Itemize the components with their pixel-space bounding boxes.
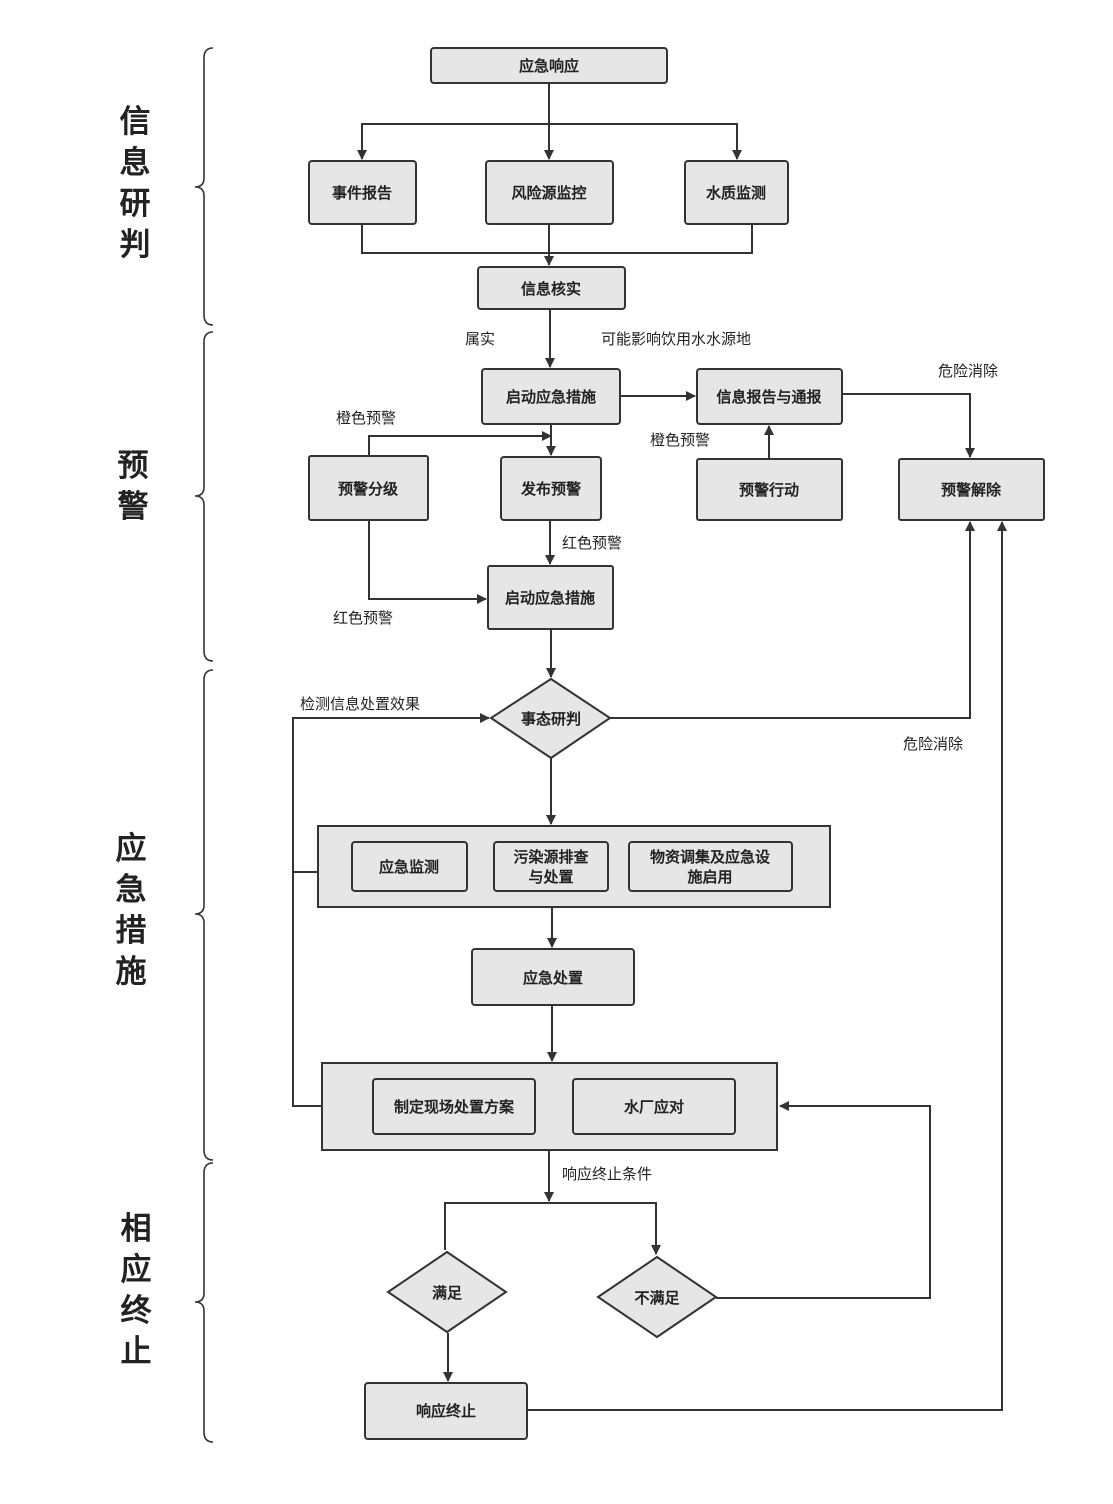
section-label-end: 相应终止: [121, 1211, 153, 1370]
edge-grading-orange: [368, 431, 552, 456]
edge-judge-to-release: [610, 521, 975, 719]
node-label: 事件报告: [332, 184, 392, 202]
edge-label-confirmed: 属实: [465, 330, 495, 348]
section-label-char: 相: [121, 1211, 152, 1247]
section-label-measures: 应急措施: [116, 831, 147, 990]
node-label: 事态研判: [521, 710, 581, 728]
edge-not-satisfied-loop: [716, 1101, 931, 1299]
node-onsite-plan[interactable]: 制定现场处置方案: [372, 1078, 536, 1135]
node-label: 启动应急措施: [506, 388, 596, 406]
node-start-measures-2[interactable]: 启动应急措施: [487, 565, 614, 630]
edge-label-detect-effect: 检测信息处置效果: [300, 695, 420, 713]
section-label-char: 息: [120, 145, 151, 181]
section-labels: 信息研判 预警 应急措施 相应终止: [116, 104, 153, 1370]
edge-report-to-release: [843, 393, 975, 458]
edge-response-to-water: [549, 123, 742, 160]
section-label-warn: 预警: [118, 448, 149, 525]
node-warning-grading[interactable]: 预警分级: [308, 455, 429, 521]
node-warning-action[interactable]: 预警行动: [696, 458, 843, 521]
section-label-char: 终: [121, 1293, 153, 1329]
node-warning-release[interactable]: 预警解除: [898, 458, 1045, 521]
node-label: 信息核实: [521, 280, 581, 298]
bracket-end: [194, 1162, 214, 1443]
edge-grading-red: [368, 520, 487, 604]
section-label-char: 应: [116, 831, 147, 867]
node-label: 响应终止: [416, 1402, 476, 1420]
section-label-char: 急: [116, 872, 147, 908]
edge-feedback-loop: [292, 713, 490, 1107]
section-label-char: 措: [116, 913, 147, 949]
node-event-report[interactable]: 事件报告: [308, 160, 417, 225]
edge-label-orange-2: 橙色预警: [650, 431, 710, 449]
edge-merge-branches: [361, 224, 753, 254]
node-label: 预警行动: [739, 481, 799, 499]
node-emergency-monitoring[interactable]: 应急监测: [351, 841, 468, 892]
edge-label-termination: 响应终止条件: [562, 1165, 652, 1183]
edge-condition-split: [444, 1202, 661, 1255]
bracket-info: [194, 47, 214, 326]
edge-label-danger-cleared-1: 危险消除: [938, 362, 998, 380]
node-label: 满足: [432, 1284, 463, 1302]
node-label-line1: 污染源排查: [513, 848, 589, 866]
node-label: 不满足: [634, 1289, 680, 1307]
bracket-warn: [194, 331, 214, 662]
node-water-quality[interactable]: 水质监测: [684, 160, 789, 225]
edge-label-orange-1: 橙色预警: [336, 409, 396, 427]
connectors: [292, 84, 1007, 1411]
node-label: 水质监测: [706, 184, 766, 202]
node-not-satisfied[interactable]: 不满足: [596, 1255, 718, 1339]
node-label: 预警解除: [941, 481, 1002, 499]
node-label: 水厂应对: [624, 1098, 684, 1116]
node-label: 制定现场处置方案: [394, 1098, 515, 1116]
section-label-char: 施: [116, 954, 147, 990]
edge-response-to-event: [357, 123, 549, 160]
node-emergency-response[interactable]: 应急响应: [430, 47, 668, 84]
edge-label-may-affect: 可能影响饮用水水源地: [601, 330, 751, 348]
node-materials[interactable]: 物资调集及应急设 施启用: [628, 841, 793, 892]
edge-label-red-2: 红色预警: [333, 609, 393, 627]
section-label-char: 预: [118, 448, 149, 484]
node-satisfied[interactable]: 满足: [386, 1250, 508, 1334]
section-label-char: 止: [121, 1334, 152, 1370]
edge-end-to-release: [528, 521, 1007, 1411]
node-start-measures-1[interactable]: 启动应急措施: [481, 368, 621, 425]
node-waterworks-response[interactable]: 水厂应对: [572, 1078, 736, 1135]
nodes: 应急响应 事件报告 风险源监控 水质监测 信息核实 启动应急措施 信息报告与通报: [308, 47, 1045, 1440]
section-label-char: 应: [121, 1252, 152, 1288]
node-label-line2: 与处置: [528, 868, 573, 886]
node-emergency-disposal[interactable]: 应急处置: [471, 948, 635, 1006]
node-label: 信息报告与通报: [716, 388, 821, 406]
node-label: 应急监测: [379, 858, 439, 876]
edge-label-red-1: 红色预警: [562, 534, 622, 552]
node-label: 应急处置: [523, 969, 583, 987]
section-label-char: 警: [118, 489, 149, 525]
node-info-verify[interactable]: 信息核实: [477, 266, 626, 310]
node-label-line1: 物资调集及应急设: [650, 848, 770, 866]
node-response-end[interactable]: 响应终止: [364, 1382, 528, 1440]
node-risk-monitor[interactable]: 风险源监控: [485, 160, 614, 225]
section-label-char: 信: [120, 104, 151, 140]
node-label: 应急响应: [519, 57, 579, 75]
section-brackets: [194, 47, 214, 1443]
node-label-line2: 施启用: [687, 868, 732, 886]
node-label: 风险源监控: [511, 184, 586, 202]
section-label-char: 判: [120, 227, 151, 263]
node-label: 预警分级: [338, 480, 399, 498]
node-publish-warning[interactable]: 发布预警: [500, 456, 602, 521]
section-label-char: 研: [120, 186, 151, 222]
edge-labels: 属实 可能影响饮用水水源地 危险消除 橙色预警 橙色预警 红色预警 红色预警 检…: [300, 330, 998, 1183]
node-label: 启动应急措施: [505, 589, 595, 607]
node-info-report-notify[interactable]: 信息报告与通报: [696, 368, 843, 425]
node-situation-judge[interactable]: 事态研判: [489, 677, 612, 760]
bracket-measures: [194, 669, 214, 1161]
section-label-info: 信息研判: [120, 104, 151, 263]
edge-label-danger-cleared-2: 危险消除: [903, 735, 963, 753]
node-pollution-source[interactable]: 污染源排查 与处置: [493, 841, 609, 892]
node-label: 发布预警: [520, 480, 581, 498]
